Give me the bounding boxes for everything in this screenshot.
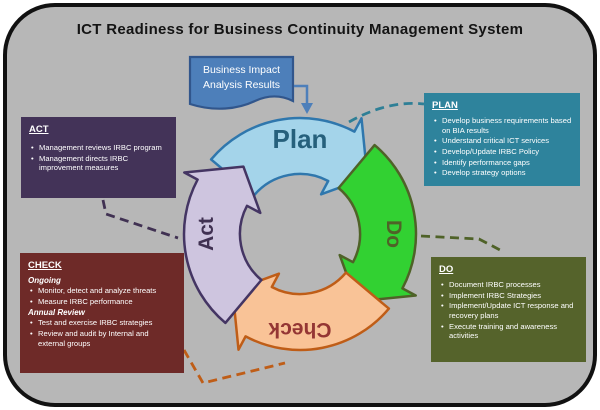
bullet-item: Execute training and awareness activitie… bbox=[439, 322, 578, 341]
bullet-item: Document IRBC processes bbox=[439, 280, 578, 290]
bullet-item: Identify performance gaps bbox=[432, 158, 572, 168]
plan-panel: PLAN Develop business requirements based… bbox=[424, 93, 580, 186]
plan-arrow-label: Plan bbox=[273, 124, 328, 154]
act-arrow-label: Act bbox=[195, 217, 218, 251]
bia-connector-line bbox=[294, 84, 309, 104]
do-bullet-list: Document IRBC processes Implement IRBC S… bbox=[439, 280, 578, 341]
diagram-title: ICT Readiness for Business Continuity Ma… bbox=[76, 21, 524, 38]
plan-connector-dashed bbox=[348, 102, 425, 124]
check-panel-header: CHECK bbox=[28, 260, 62, 271]
plan-panel-header: PLAN bbox=[432, 100, 458, 111]
act-panel: ACT Management reviews IRBC program Mana… bbox=[21, 117, 176, 198]
check-subheader-annual-review: Annual Review bbox=[28, 308, 85, 318]
bia-label-line2: Analysis Results bbox=[202, 78, 281, 91]
do-panel-header: DO bbox=[439, 264, 454, 275]
bia-label: Business Impact Analysis Results bbox=[190, 63, 293, 92]
act-panel-header: ACT bbox=[29, 124, 49, 135]
plan-bullet-list: Develop business requirements based on B… bbox=[432, 116, 572, 178]
do-connector-dashed bbox=[420, 234, 503, 253]
pdca-cycle: Plan Do Check Act bbox=[182, 116, 418, 352]
bullet-item: Develop strategy options bbox=[432, 168, 572, 178]
check-connector-dashed bbox=[182, 349, 286, 385]
bia-document-shape bbox=[188, 55, 295, 110]
act-connector-dashed bbox=[101, 199, 179, 240]
check-ongoing-list: Monitor, detect and analyze threats Meas… bbox=[28, 286, 176, 306]
bullet-item: Review and audit by Internal and externa… bbox=[28, 329, 176, 348]
bullet-item: Implement/Update ICT response and recove… bbox=[439, 301, 578, 320]
check-panel: CHECK Ongoing Monitor, detect and analyz… bbox=[20, 253, 184, 373]
do-arrow-label: Do bbox=[382, 220, 405, 248]
bullet-item: Management reviews IRBC program bbox=[29, 143, 168, 153]
do-panel: DO Document IRBC processes Implement IRB… bbox=[431, 257, 586, 362]
check-subheader-ongoing: Ongoing bbox=[28, 276, 61, 285]
bullet-item: Management directs IRBC improvement meas… bbox=[29, 154, 168, 173]
bia-label-line1: Business Impact bbox=[202, 64, 281, 76]
bullet-item: Implement IRBC Strategies bbox=[439, 291, 578, 301]
act-bullet-list: Management reviews IRBC program Manageme… bbox=[29, 143, 168, 173]
bullet-item: Test and exercise IRBC strategies bbox=[28, 318, 176, 328]
bullet-item: Develop/Update IRBC Policy bbox=[432, 147, 572, 157]
check-arrow-label: Check bbox=[268, 318, 331, 341]
bullet-item: Understand critical ICT services bbox=[432, 136, 572, 146]
bullet-item: Develop business requirements based on B… bbox=[432, 116, 572, 135]
check-annual-list: Test and exercise IRBC strategies Review… bbox=[28, 318, 176, 348]
bia-connector-arrowhead bbox=[301, 103, 313, 114]
bullet-item: Measure IRBC performance bbox=[28, 297, 176, 307]
bullet-item: Monitor, detect and analyze threats bbox=[28, 286, 176, 296]
